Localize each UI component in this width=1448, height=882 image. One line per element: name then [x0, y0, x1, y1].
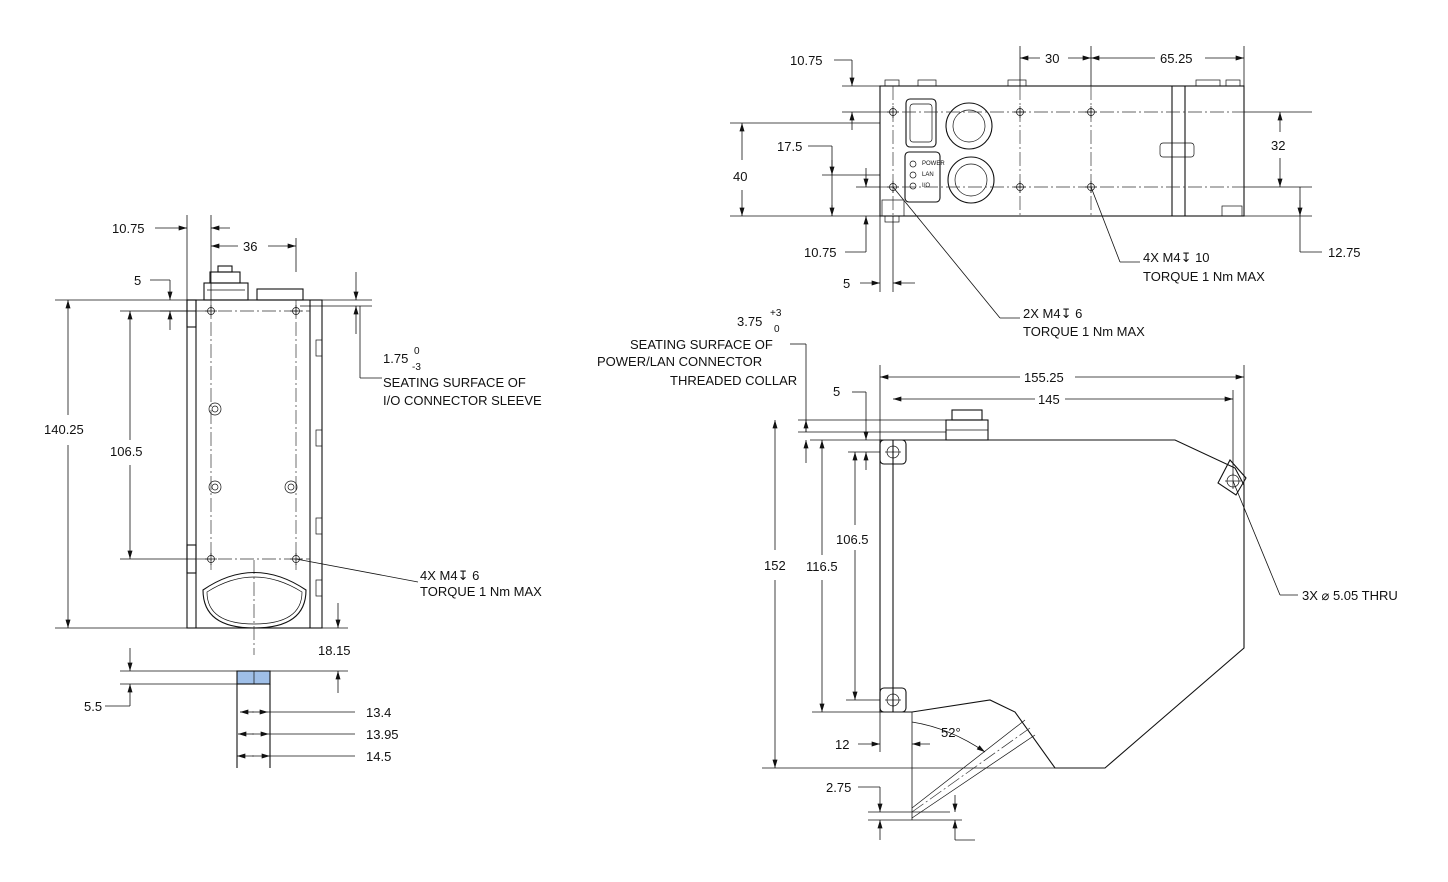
label-power: POWER: [922, 161, 945, 167]
dim-18-15: 18.15: [318, 643, 351, 658]
dim-17-5: 17.5: [777, 139, 802, 154]
dim-140-25: 140.25: [44, 422, 84, 437]
front-thread-holes: [205, 305, 302, 565]
dim-13-95: 13.95: [366, 727, 399, 742]
top-thread-holes: [887, 106, 1097, 193]
dim-52-deg: 52°: [941, 725, 961, 740]
dim-5-top-view: 5: [843, 276, 850, 291]
side-note-line3: THREADED COLLAR: [670, 373, 797, 388]
side-note-line2: POWER/LAN CONNECTOR: [597, 354, 762, 369]
front-body-outline: [186, 299, 323, 629]
dim-5-5: 5.5: [84, 699, 102, 714]
dim-12: 12: [835, 737, 849, 752]
front-thread-callout-line1: 4X M4↧ 6: [420, 568, 479, 583]
dim-145: 145: [1038, 392, 1060, 407]
note-sleeve-line1: SEATING SURFACE OF: [383, 375, 526, 390]
dim-106-5-side: 106.5: [836, 532, 869, 547]
dim-2-75: 2.75: [826, 780, 851, 795]
dim-152: 152: [764, 558, 786, 573]
dim-10-75-top-view-bottom: 10.75: [804, 245, 837, 260]
side-mount-holes: [879, 439, 1247, 713]
top-connectors: POWER LAN I/O: [904, 98, 995, 204]
side-note-line1: SEATING SURFACE OF: [630, 337, 773, 352]
front-view: 10.75 36 5 140.25 106.5 1.75 0 -3 SEAT: [44, 215, 542, 693]
top-thread-b-line1: 2X M4↧ 6: [1023, 306, 1082, 321]
dim-106-5-front: 106.5: [110, 444, 143, 459]
label-io: I/O: [922, 183, 930, 189]
top-view: POWER LAN I/O 10.75 30: [730, 46, 1361, 339]
top-body-outline: [879, 85, 1245, 217]
bottom-detail: 5.5 13.4 13.95 14.5: [84, 648, 399, 768]
note-sleeve-line2: I/O CONNECTOR SLEEVE: [383, 393, 542, 408]
dim-13-4: 13.4: [366, 705, 391, 720]
side-body-outline: [879, 439, 1245, 769]
label-lan: LAN: [922, 172, 934, 178]
hole-callout: 3X ⌀ 5.05 THRU: [1302, 588, 1398, 603]
dim-116-5: 116.5: [806, 559, 838, 574]
tol-1-75-lower: -3: [412, 362, 421, 373]
tol-3-75-upper: +3: [770, 308, 782, 319]
top-thread-a-line1: 4X M4↧ 10: [1143, 250, 1210, 265]
dim-65-25: 65.25: [1160, 51, 1193, 66]
dim-5-front: 5: [134, 273, 141, 288]
dim-5-side: 5: [833, 384, 840, 399]
dim-155-25: 155.25: [1024, 370, 1064, 385]
dim-32: 32: [1271, 138, 1285, 153]
top-thread-a-line2: TORQUE 1 Nm MAX: [1143, 269, 1265, 284]
tol-1-75-upper: 0: [414, 346, 420, 357]
dim-10-75-front: 10.75: [112, 221, 145, 236]
front-thread-callout-line2: TORQUE 1 Nm MAX: [420, 584, 542, 599]
dim-40: 40: [733, 169, 747, 184]
dim-12-75: 12.75: [1328, 245, 1361, 260]
io-connector: [203, 265, 304, 301]
dim-36: 36: [243, 239, 257, 254]
tol-1-75: 1.75: [383, 351, 408, 366]
tol-3-75-lower: 0: [774, 324, 780, 335]
side-view: 3.75 +3 0 SEATING SURFACE OF POWER/LAN C…: [597, 308, 1398, 841]
top-thread-b-line2: TORQUE 1 Nm MAX: [1023, 324, 1145, 339]
dim-10-75-top-view: 10.75: [790, 53, 823, 68]
dim-30: 30: [1045, 51, 1059, 66]
tol-3-75: 3.75: [737, 314, 762, 329]
dim-14-5: 14.5: [366, 749, 391, 764]
